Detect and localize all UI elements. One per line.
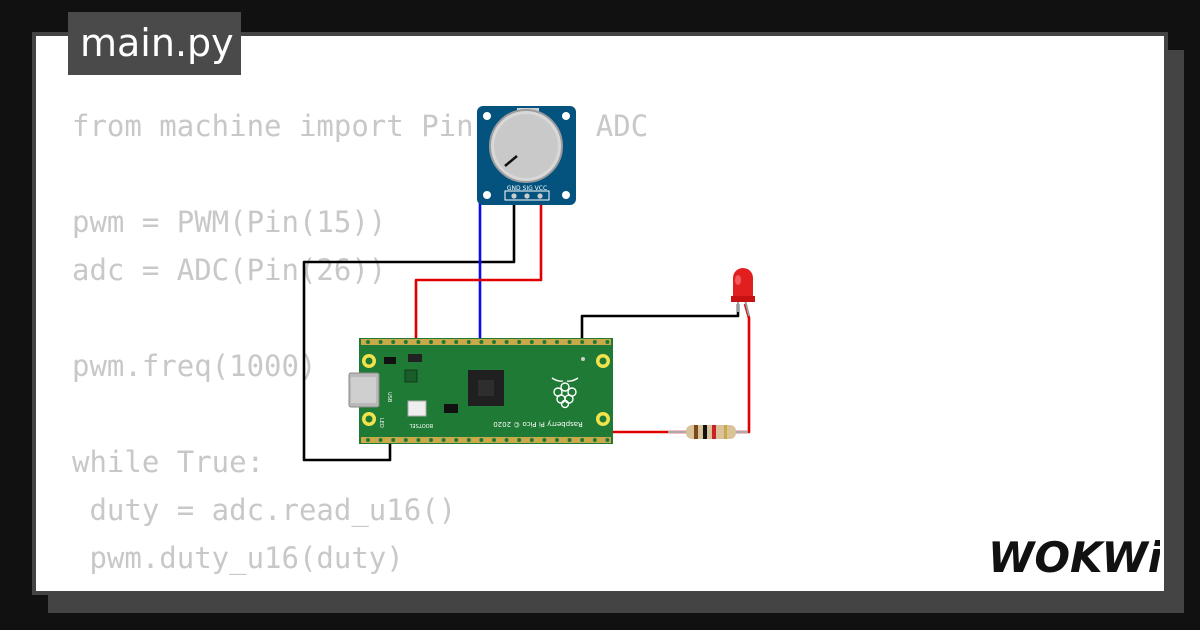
- pico-pin: [529, 438, 534, 442]
- wokwi-logo-text: WOKWi: [988, 534, 1160, 580]
- wokwi-logo: WOKWi: [988, 533, 1163, 584]
- pico-pin: [479, 340, 484, 344]
- pico-pin: [391, 438, 396, 442]
- pico-pin: [454, 438, 459, 442]
- wire-vcc: [414, 196, 543, 348]
- code-line: adc = ADC(Pin(26)): [72, 253, 387, 287]
- led-label: LED: [378, 418, 384, 428]
- raspberry-pi-pico[interactable]: USB BOOTSEL LED Raspberry Pi Pico © 2020: [348, 338, 613, 444]
- pico-pin: [580, 340, 585, 344]
- code-line: pwm.duty_u16(duty): [72, 541, 404, 575]
- code-line: duty = adc.read_u16(): [72, 493, 457, 527]
- pico-pin: [580, 438, 585, 442]
- pico-pin: [504, 340, 509, 344]
- code-line: while True:: [72, 445, 265, 479]
- pico-pin: [479, 438, 484, 442]
- pico-pin: [366, 438, 370, 442]
- pico-pin: [605, 340, 610, 344]
- pico-pin: [592, 340, 597, 344]
- pico-pin: [517, 340, 522, 344]
- pico-pin: [466, 340, 471, 344]
- code-line: pwm = PWM(Pin(15)): [72, 205, 387, 239]
- red-led[interactable]: [731, 268, 755, 317]
- pico-pin: [555, 438, 559, 442]
- pico-pin: [592, 438, 597, 442]
- pico-pin: [492, 340, 496, 344]
- potentiometer-knob-indicator: [504, 155, 518, 167]
- bootsel-button: [407, 400, 427, 417]
- bootsel-label: BOOTSEL: [409, 422, 433, 428]
- usb-label: USB: [386, 392, 392, 403]
- board-name-label: Raspberry Pi Pico © 2020: [493, 420, 583, 428]
- potentiometer[interactable]: GND SIG VCC: [477, 106, 576, 205]
- pico-pin: [391, 340, 396, 344]
- pico-pin: [429, 438, 433, 442]
- potentiometer-pin-labels: GND SIG VCC: [507, 185, 547, 192]
- pico-pin: [441, 438, 446, 442]
- pico-pin: [416, 340, 421, 344]
- file-tab[interactable]: main.py: [68, 12, 241, 75]
- wire-led-resistor: [736, 303, 751, 434]
- pico-pin: [441, 340, 446, 344]
- raspberry-logo: [551, 377, 579, 409]
- pico-pin: [454, 340, 459, 344]
- pico-pin: [366, 340, 370, 344]
- pico-pin: [378, 340, 383, 344]
- code-line: pwm.freq(1000): [72, 349, 317, 383]
- pico-pin: [567, 438, 572, 442]
- pico-pin: [605, 438, 610, 442]
- pico-pin: [542, 438, 547, 442]
- pico-pin: [542, 340, 547, 344]
- pico-pin: [416, 438, 421, 442]
- pico-pin: [403, 340, 408, 344]
- pico-pin: [492, 438, 496, 442]
- pico-pin: [429, 340, 433, 344]
- pico-pin: [403, 438, 408, 442]
- pico-pin: [517, 438, 522, 442]
- resistor[interactable]: [668, 425, 748, 439]
- pico-pin: [378, 438, 383, 442]
- pico-pin: [567, 340, 572, 344]
- pico-pin: [529, 340, 534, 344]
- pico-pin: [555, 340, 559, 344]
- wire-gnd-pot: [302, 196, 516, 462]
- pico-pin: [504, 438, 509, 442]
- wire-signal: [478, 194, 528, 348]
- pico-pin: [466, 438, 471, 442]
